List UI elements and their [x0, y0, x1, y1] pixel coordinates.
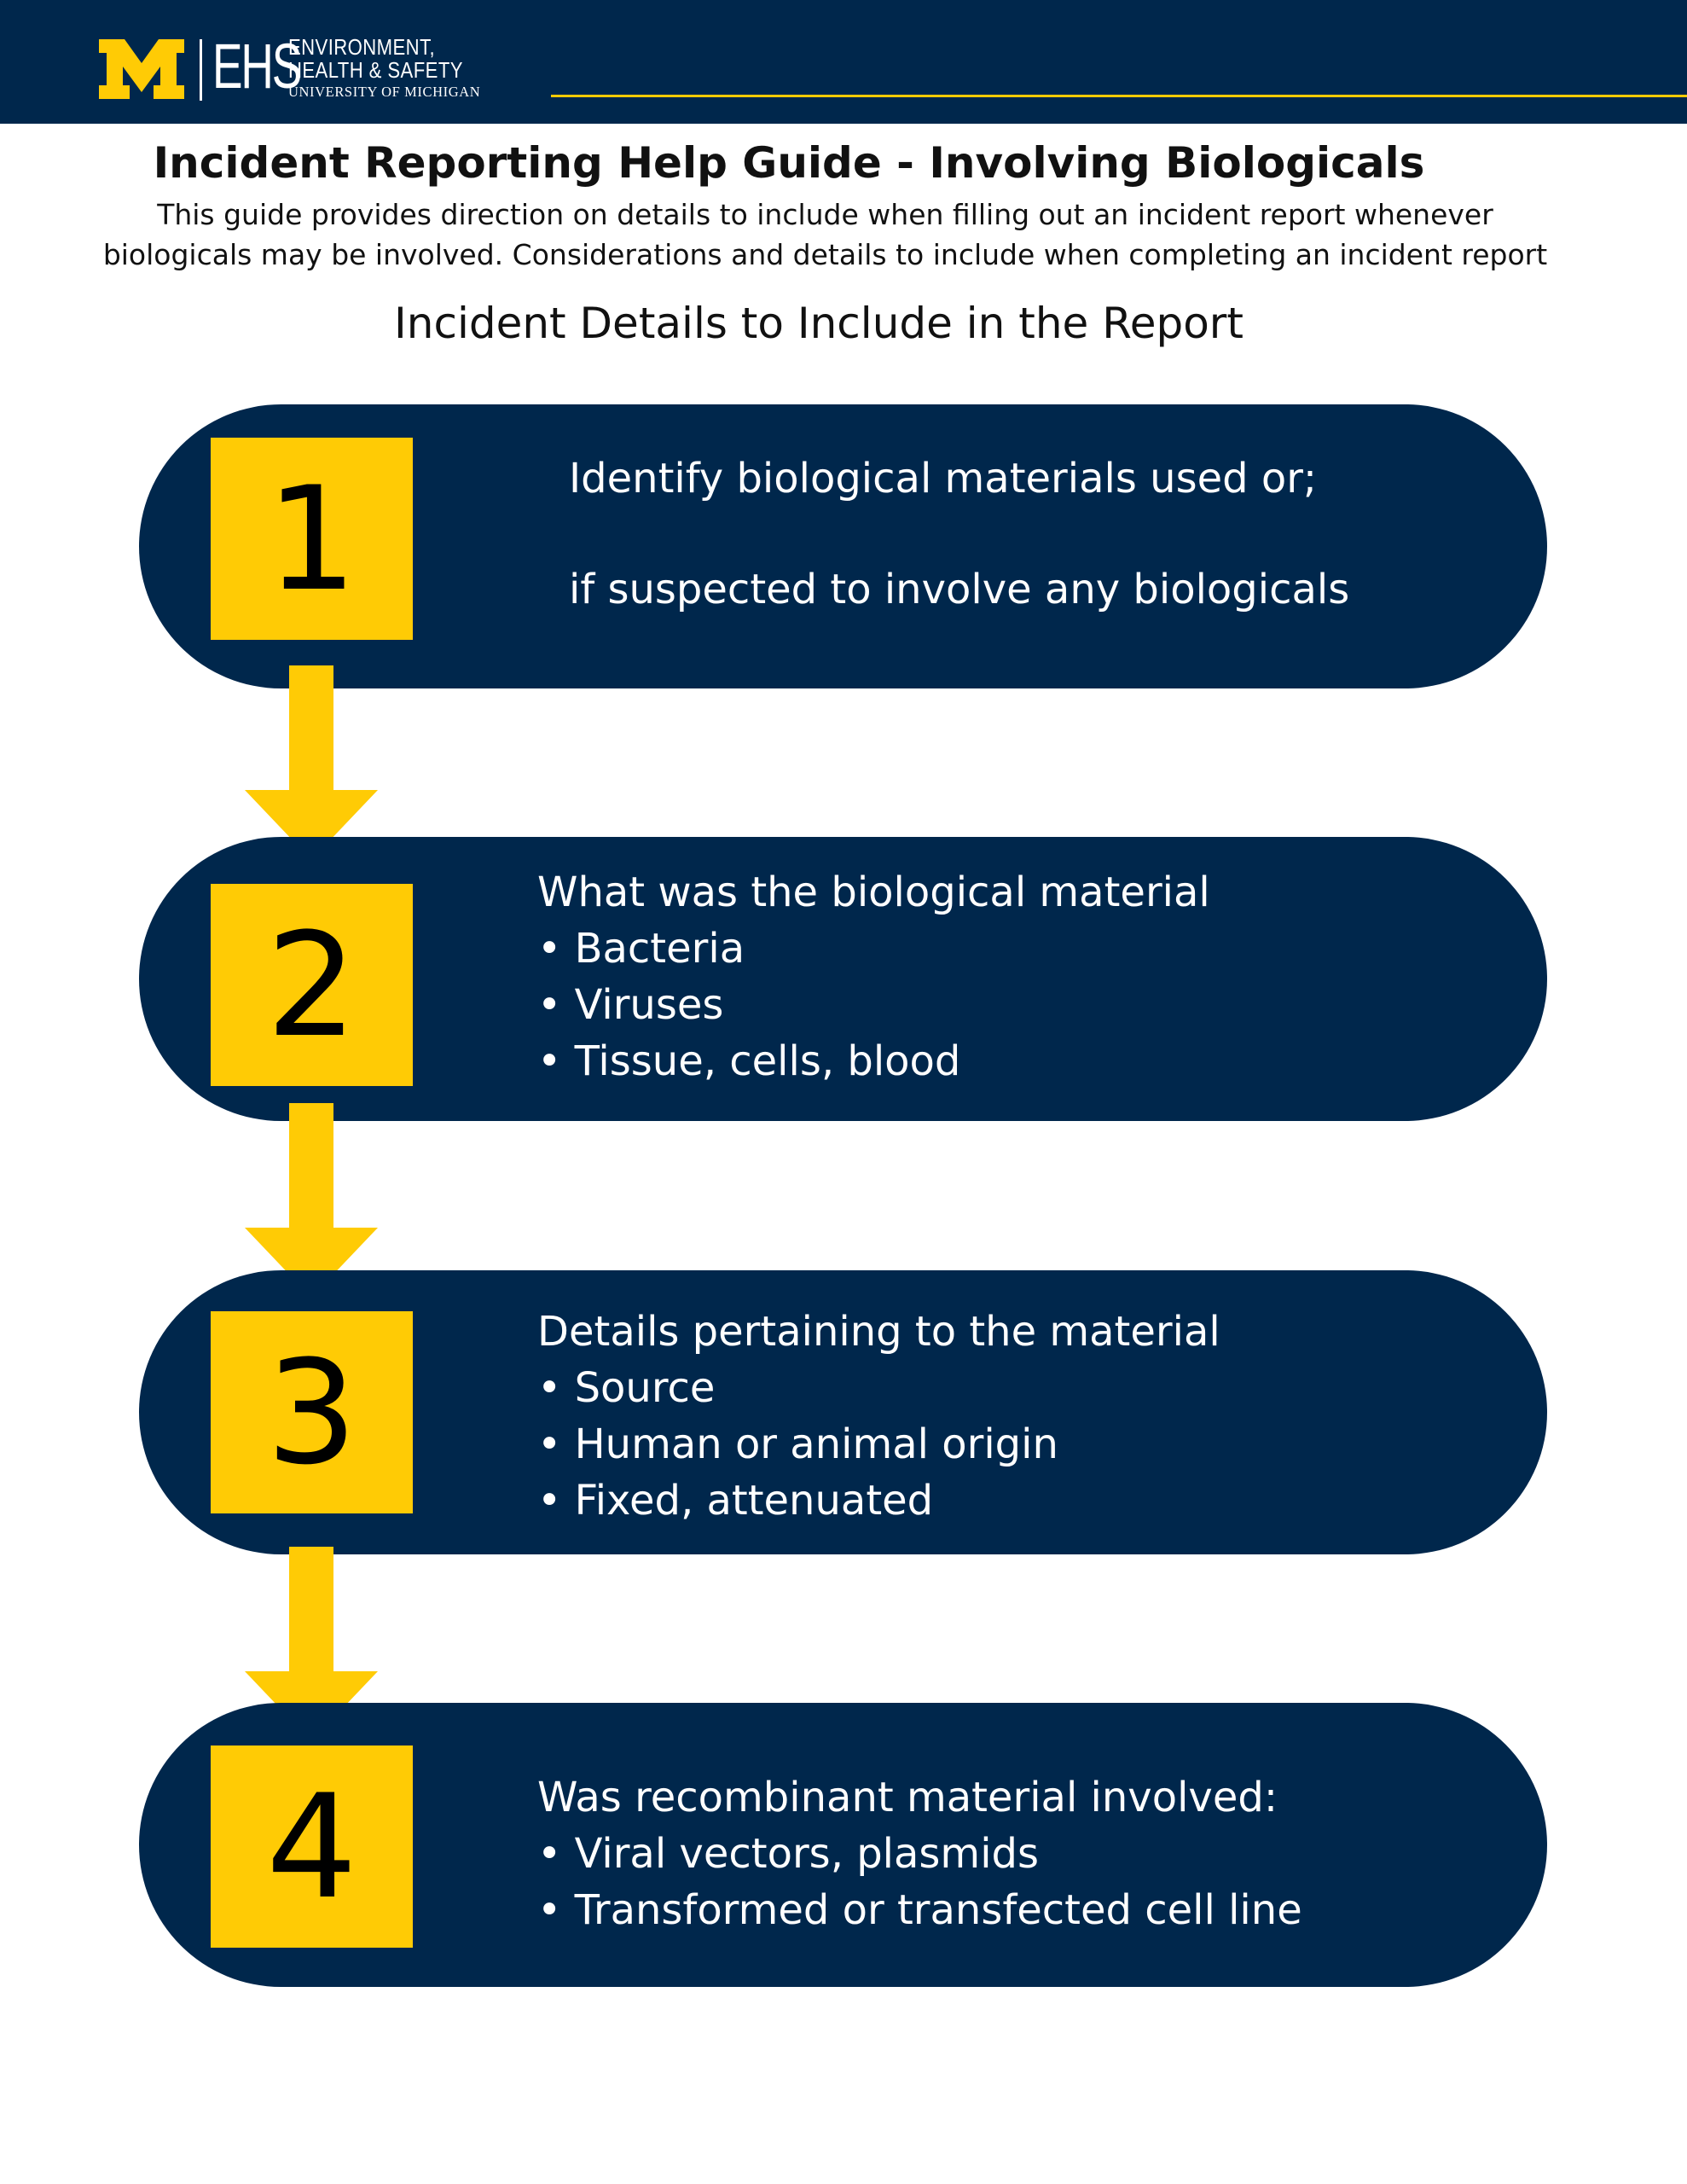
- down-arrow-icon: [245, 1103, 378, 1298]
- step-number-3: 3: [266, 1328, 357, 1496]
- step-text-2: What was the biological material • Bacte…: [537, 864, 1210, 1089]
- step-4-line-1: Was recombinant material involved:: [537, 1774, 1278, 1821]
- step-3-line-3: • Human or animal origin: [537, 1420, 1058, 1468]
- step-2-line-2: • Bacteria: [537, 925, 745, 973]
- ehs-wordmark: EHS: [212, 31, 302, 102]
- header-band: EHS ENVIRONMENT, HEALTH & SAFETY UNIVERS…: [0, 0, 1687, 124]
- step-number-box-3: 3: [211, 1311, 413, 1513]
- logo-line-university: UNIVERSITY OF MICHIGAN: [288, 84, 481, 100]
- logo-line-health-safety: HEALTH & SAFETY: [288, 57, 463, 83]
- step-number-box-1: 1: [211, 438, 413, 640]
- ehs-logo-text: ENVIRONMENT, HEALTH & SAFETY UNIVERSITY …: [288, 36, 494, 102]
- step-number-2: 2: [266, 901, 357, 1069]
- step-number-4: 4: [266, 1763, 357, 1931]
- step-1-line-2: if suspected to involve any biologicals: [569, 566, 1350, 613]
- document-title: Incident Reporting Help Guide - Involvin…: [153, 138, 1425, 188]
- step-1-line-1: Identify biological materials used or;: [569, 455, 1318, 502]
- step-3-line-1: Details pertaining to the material: [537, 1308, 1220, 1356]
- intro-line-2: biologicals may be involved. Considerati…: [102, 238, 1548, 271]
- step-2-line-1: What was the biological material: [537, 868, 1210, 916]
- step-number-1: 1: [266, 455, 357, 623]
- step-3-line-4: • Fixed, attenuated: [537, 1477, 934, 1525]
- intro-line-1: This guide provides direction on details…: [157, 198, 1493, 231]
- step-4-line-3: • Transformed or transfected cell line: [537, 1886, 1302, 1934]
- document-intro: This guide provides direction on details…: [0, 195, 1650, 275]
- step-text-3: Details pertaining to the material • Sou…: [537, 1304, 1220, 1529]
- block-m-logo: [99, 39, 184, 99]
- down-arrow-icon: [245, 665, 378, 860]
- logo-line-environment: ENVIRONMENT,: [288, 34, 436, 60]
- step-text-4: Was recombinant material involved: • Vir…: [537, 1769, 1302, 1938]
- step-4-line-2: • Viral vectors, plasmids: [537, 1830, 1039, 1878]
- step-number-box-4: 4: [211, 1745, 413, 1948]
- step-number-box-2: 2: [211, 884, 413, 1086]
- down-arrow-icon: [245, 1547, 378, 1741]
- step-2-line-4: • Tissue, cells, blood: [537, 1037, 961, 1085]
- header-rule: [551, 95, 1687, 97]
- logo-divider: [200, 39, 202, 101]
- step-text-1: Identify biological materials used or; i…: [569, 450, 1349, 618]
- step-3-line-2: • Source: [537, 1364, 716, 1412]
- step-2-line-3: • Viruses: [537, 981, 724, 1029]
- section-heading: Incident Details to Include in the Repor…: [394, 299, 1244, 348]
